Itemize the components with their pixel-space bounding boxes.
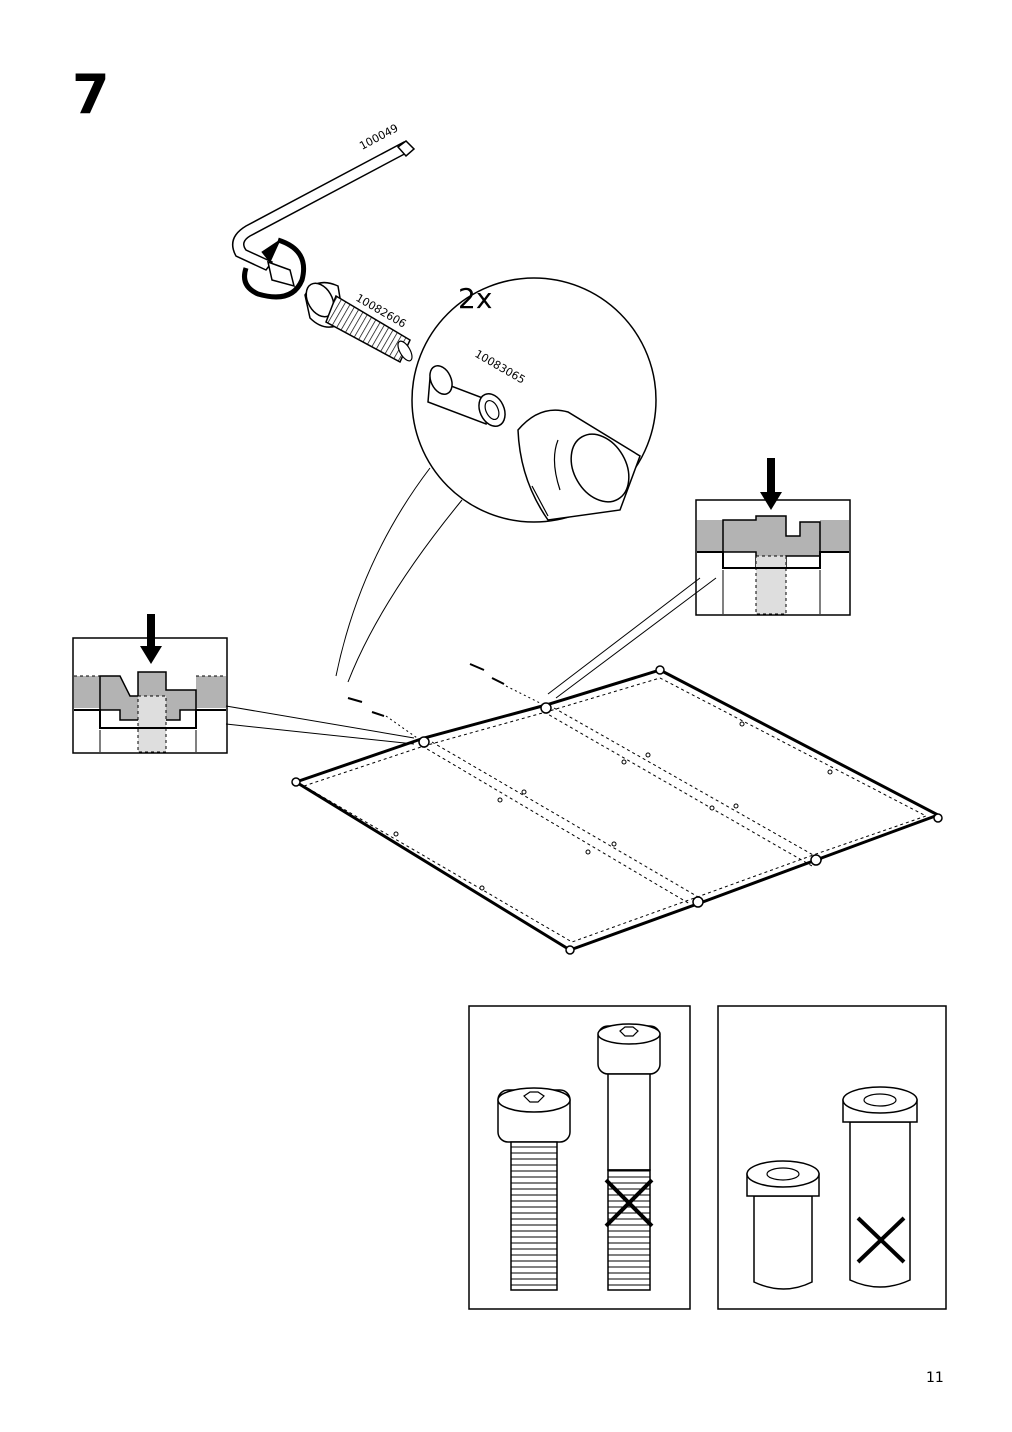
bolt-comparison-panel bbox=[468, 1005, 691, 1310]
sleeve-comparison-panel bbox=[717, 1005, 947, 1310]
bolt-illustration bbox=[304, 281, 413, 364]
cross-mark-icon bbox=[604, 1178, 654, 1228]
rotate-arrow-icon bbox=[242, 237, 306, 300]
hex-key-icon bbox=[231, 140, 416, 288]
section-detail-right bbox=[547, 499, 851, 699]
cross-mark-icon bbox=[856, 1216, 906, 1264]
down-arrow-icon bbox=[760, 458, 782, 510]
section-detail-left bbox=[72, 637, 415, 754]
quantity-label: 2x bbox=[458, 282, 492, 315]
step-number: 7 bbox=[72, 63, 110, 126]
down-arrow-icon bbox=[140, 614, 162, 664]
detail-circle bbox=[335, 277, 657, 683]
frame-panel bbox=[291, 663, 943, 955]
page-number: 11 bbox=[926, 1370, 944, 1386]
